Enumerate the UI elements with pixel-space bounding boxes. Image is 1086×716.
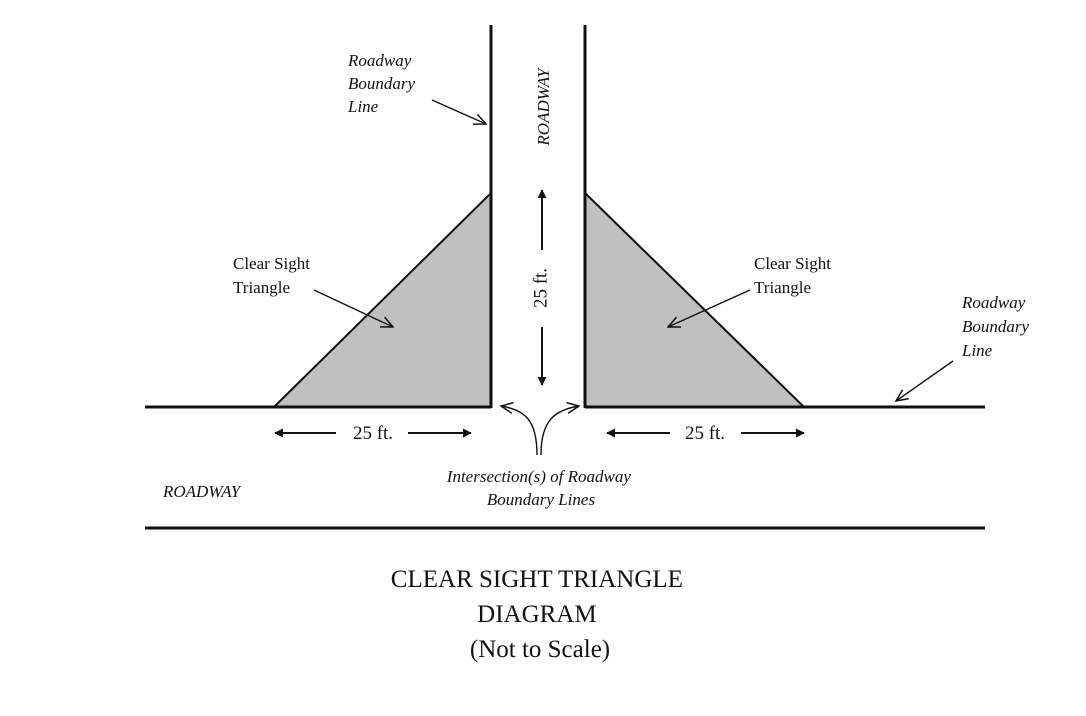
clear-sight-label-right: Clear Sight Triangle [754,254,835,297]
clear-sight-triangle-right [584,190,807,408]
intersection-pointer-left [501,406,538,456]
roadway-label-vertical: ROADWAY [534,67,553,147]
boundary-line-label-right: Roadway Boundary Line [961,293,1033,360]
clear-sight-right-pointer-arrow [668,289,751,327]
roadway-label-horizontal: ROADWAY [162,482,242,501]
dim-right-label: 25 ft. [685,423,725,444]
boundary-line-label-top: Roadway Boundary Line [347,51,419,116]
clear-sight-left-pointer-arrow [313,289,393,327]
clear-sight-label-left: Clear Sight Triangle [233,254,314,297]
dim-left-label: 25 ft. [353,423,393,444]
intersection-pointer-right [540,406,579,456]
boundary-line-top-pointer-arrow [431,99,486,124]
intersection-label: Intersection(s) of Roadway Boundary Line… [446,467,635,509]
boundary-line-right-pointer-arrow [896,360,954,401]
clear-sight-triangle-left [271,190,492,408]
diagram-title: CLEAR SIGHT TRIANGLE DIAGRAM (Not to Sca… [391,566,689,663]
dim-vertical-label: 25 ft. [530,268,551,308]
